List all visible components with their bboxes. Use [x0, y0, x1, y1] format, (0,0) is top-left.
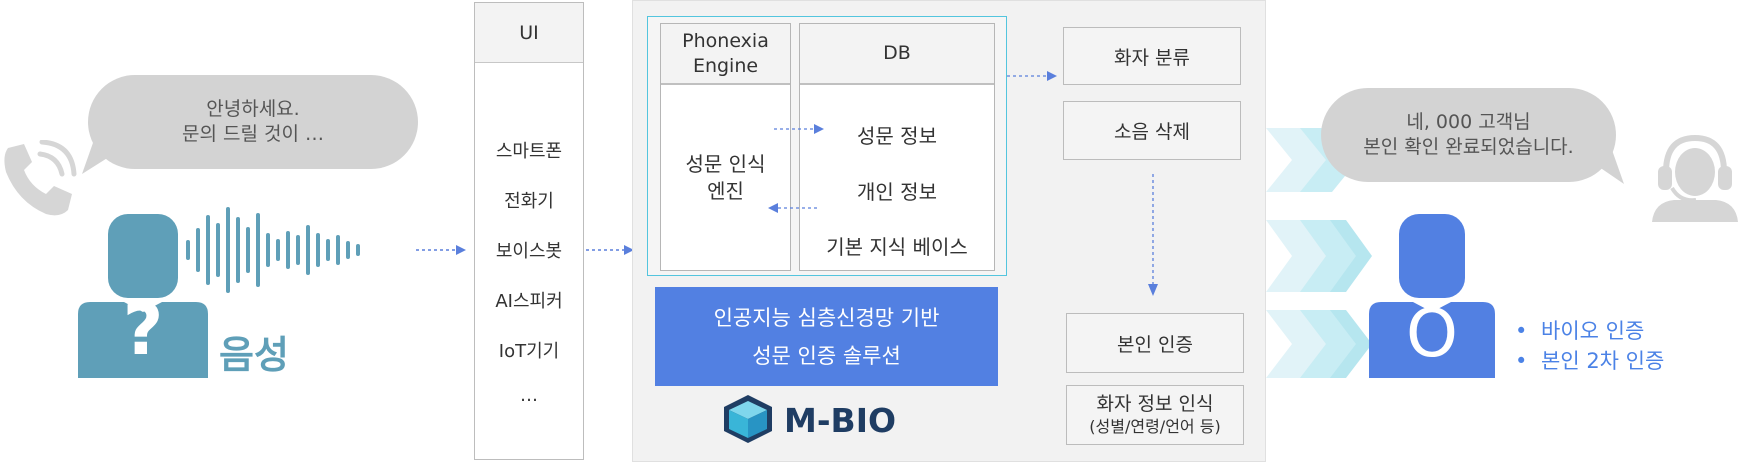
speaker-classification-box: 화자 분류	[1063, 27, 1241, 85]
sound-wave-icon	[183, 205, 363, 295]
question-mark: ?	[122, 289, 164, 371]
db-item: 기본 지식 베이스	[826, 235, 968, 259]
m-bio-logo-icon	[720, 393, 776, 445]
phonexia-engine-header: Phonexia Engine	[661, 24, 790, 85]
phonexia-engine-line1: Phonexia	[682, 29, 769, 52]
phone-icon	[0, 139, 78, 220]
speaker-info-box: 화자 정보 인식 (성별/연령/언어 등)	[1066, 385, 1244, 445]
solution-line1: 인공지능 심층신경망 기반	[713, 305, 940, 330]
arrow-db-to-engine	[768, 200, 818, 214]
ui-device-item: 전화기	[504, 191, 554, 212]
identity-auth-box: 본인 인증	[1066, 313, 1244, 373]
noise-removal-box: 소음 삭제	[1063, 101, 1241, 160]
agent-avatar-icon	[1369, 212, 1495, 378]
arrow-to-engine	[586, 242, 634, 256]
bullet-dot: •	[1515, 349, 1528, 373]
voice-label: 음성	[219, 333, 289, 377]
arrow-to-identity-auth	[1146, 174, 1160, 296]
bullet-dot: •	[1515, 319, 1528, 343]
recognition-engine-line1: 성문 인식	[685, 151, 766, 176]
agent-bubble-line1: 네, 000 고객님	[1406, 111, 1531, 133]
agent-speech-bubble: 네, 000 고객님 본인 확인 완료되었습니다.	[1321, 88, 1616, 182]
ui-device-item: 보이스봇	[495, 241, 563, 262]
auth-bullet-list: • 바이오 인증 • 본인 2차 인증	[1515, 316, 1664, 376]
customer-bubble-line1: 안녕하세요.	[206, 98, 300, 120]
agent-bubble-line2: 본인 확인 완료되었습니다.	[1363, 136, 1574, 158]
speaker-info-line1: 화자 정보 인식	[1096, 393, 1214, 415]
bullet-text: 본인 2차 인증	[1541, 349, 1665, 373]
phonexia-engine-box: Phonexia Engine 성문 인식 엔진	[660, 23, 791, 271]
ui-device-item: AI스피커	[495, 291, 563, 312]
ui-device-item: …	[520, 385, 538, 406]
customer-avatar-icon	[78, 210, 208, 380]
headset-agent-icon	[1650, 128, 1740, 222]
db-header: DB	[800, 24, 994, 85]
arrow-to-ui	[416, 242, 466, 256]
customer-bubble-line2: 문의 드릴 것이 …	[182, 123, 324, 145]
ui-column: UI 스마트폰 전화기 보이스봇 AI스피커 IoT기기 …	[474, 2, 584, 460]
ui-device-item: 스마트폰	[495, 141, 563, 162]
bullet-item: • 본인 2차 인증	[1515, 346, 1664, 376]
arrow-to-classification	[1007, 68, 1057, 82]
arrow-engine-to-db	[774, 121, 824, 135]
db-item: 성문 정보	[857, 124, 937, 148]
ui-device-item: IoT기기	[498, 341, 560, 362]
solution-banner: 인공지능 심층신경망 기반 성문 인증 솔루션	[655, 287, 998, 386]
ui-column-header: UI	[475, 3, 583, 63]
phonexia-engine-line2: Engine	[692, 54, 759, 77]
db-box: DB 성문 정보 개인 정보 기본 지식 베이스	[799, 23, 995, 271]
agent-bubble-tail	[1586, 150, 1626, 184]
bullet-text: 바이오 인증	[1541, 319, 1645, 343]
recognition-engine-line2: 엔진	[707, 178, 744, 203]
bullet-item: • 바이오 인증	[1515, 316, 1664, 346]
db-item: 개인 정보	[857, 180, 937, 204]
ui-device-list: 스마트폰 전화기 보이스봇 AI스피커 IoT기기 …	[475, 63, 583, 459]
speaker-info-line2: (성별/연령/언어 등)	[1089, 417, 1221, 436]
customer-speech-bubble: 안녕하세요. 문의 드릴 것이 …	[88, 75, 418, 169]
customer-bubble-tail	[80, 140, 120, 174]
agent-avatar-letter: O	[1406, 295, 1458, 372]
recognition-engine-label: 성문 인식 엔진	[661, 85, 790, 270]
brand-name: M-BIO	[784, 401, 897, 440]
solution-line2: 성문 인증 솔루션	[752, 343, 901, 368]
